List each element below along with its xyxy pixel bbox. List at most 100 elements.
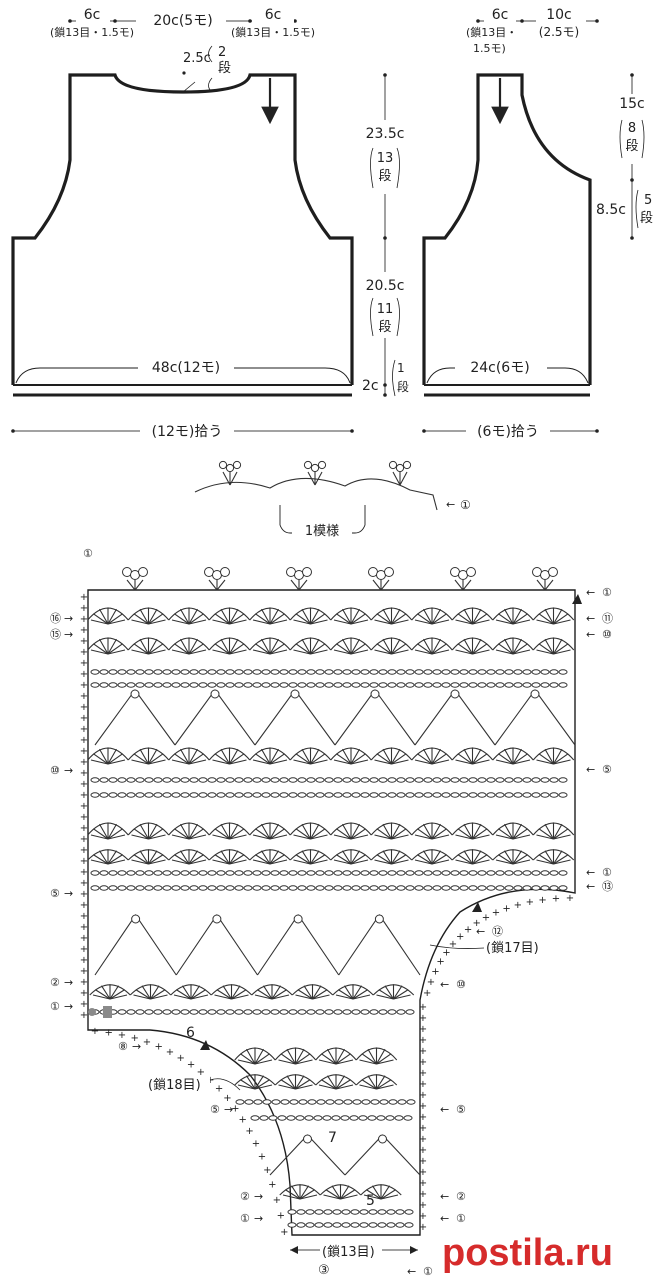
sc-mark: +	[177, 1053, 185, 1064]
chain-stitch	[117, 669, 127, 675]
fan-stitch	[504, 850, 514, 865]
chain-stitch	[288, 682, 298, 688]
fan-stitch	[295, 1048, 305, 1065]
fan-stitch	[416, 613, 433, 625]
chain-stitch	[342, 682, 352, 688]
chain-stitch	[406, 1099, 416, 1105]
chain-stitch	[558, 669, 568, 675]
fan-stitch	[246, 1048, 256, 1065]
chain-stitch	[486, 870, 496, 876]
fan-stitch	[252, 859, 271, 865]
sc-mark: +	[80, 812, 88, 823]
fan-stitch	[472, 850, 482, 865]
chain-stitch	[513, 792, 523, 798]
chain-stitch	[531, 777, 541, 783]
fan-stitch	[495, 619, 514, 625]
chain-stitch	[540, 682, 550, 688]
chain-stitch	[316, 1099, 326, 1105]
chain-stitch	[189, 777, 199, 783]
chain-stitch	[305, 1222, 315, 1228]
fan-stitch	[284, 1189, 301, 1200]
fan-stitch	[393, 989, 409, 1000]
fan-stitch	[350, 834, 369, 840]
fan-stitch	[107, 753, 124, 765]
fan-stitch	[252, 649, 271, 655]
chain-stitch	[268, 1115, 278, 1121]
fan-stitch	[359, 1059, 377, 1065]
chain-stitch	[522, 870, 532, 876]
chain-stitch	[252, 870, 262, 876]
chain-stitch	[531, 870, 541, 876]
chain-stitch	[504, 792, 514, 798]
fan-stitch	[318, 1059, 337, 1065]
fan-stitch	[139, 608, 149, 625]
chain-stitch	[144, 792, 154, 798]
fan-stitch	[188, 854, 205, 865]
chain-stitch	[405, 669, 415, 675]
fan-stitch	[365, 1189, 382, 1200]
chain-stitch	[432, 777, 442, 783]
fan-stitch	[512, 613, 529, 625]
start-marker-square	[103, 1006, 112, 1018]
chain-stitch	[153, 777, 163, 783]
chain-stitch	[314, 1222, 324, 1228]
sc-mark: +	[223, 1093, 231, 1104]
chain-stitch	[270, 792, 280, 798]
sc-mark: +	[419, 1134, 427, 1145]
chain-stitch	[225, 669, 235, 675]
chain-stitch	[369, 682, 379, 688]
chain-stitch	[522, 777, 532, 783]
chain-stitch	[540, 669, 550, 675]
chain-stitch	[361, 1099, 371, 1105]
fan-stitch	[299, 1185, 309, 1200]
row-marker-arrow: ←	[586, 866, 595, 879]
chain-stitch	[387, 669, 397, 675]
motif-picot	[402, 460, 412, 470]
chain-stitch	[459, 777, 469, 783]
chain-stitch	[549, 885, 559, 891]
chain-stitch	[314, 1209, 324, 1215]
chain-stitch	[252, 669, 262, 675]
row-marker-right: ⑬	[602, 880, 613, 893]
chain-stitch	[243, 885, 253, 891]
fan-stitch	[188, 753, 205, 765]
fan-stitch	[472, 828, 488, 840]
fan-stitch	[463, 748, 473, 765]
fan-stitch	[512, 748, 522, 765]
fan-stitch	[269, 834, 288, 840]
fan-stitch	[139, 638, 149, 655]
fan-stitch	[171, 759, 190, 765]
chain-stitch	[377, 1222, 387, 1228]
fan-stitch	[553, 613, 569, 625]
sc-mark: +	[80, 636, 88, 647]
triangle-net	[257, 914, 340, 976]
chain-stitch	[297, 682, 307, 688]
fan-stitch	[148, 854, 164, 865]
chain-stitch	[171, 1009, 181, 1015]
chain-stitch	[324, 1009, 334, 1015]
chain-stitch	[261, 792, 271, 798]
fan-stitch	[363, 1194, 382, 1200]
motif-picot	[388, 460, 398, 470]
chain-stitch	[198, 777, 208, 783]
chain-stitch	[315, 885, 325, 891]
fan-stitch	[220, 638, 230, 655]
picot	[220, 567, 230, 577]
fan-stitch	[297, 989, 313, 1000]
chain-stitch	[307, 1099, 317, 1105]
fan-stitch	[553, 619, 571, 625]
fan-stitch	[173, 753, 190, 765]
sc-mark: +	[538, 895, 546, 906]
chain-stitch	[108, 669, 118, 675]
fan-stitch	[376, 1079, 392, 1090]
fan-stitch	[416, 828, 433, 840]
fan-stitch	[512, 828, 529, 840]
fan-stitch	[295, 613, 311, 625]
fan-stitch	[190, 994, 209, 1000]
chain-stitch	[414, 792, 424, 798]
sc-mark: +	[502, 904, 510, 915]
chain-stitch	[522, 792, 532, 798]
row-marker-arrow: ←	[586, 763, 595, 776]
fan-stitch	[214, 643, 230, 655]
fan-stitch	[382, 823, 392, 840]
